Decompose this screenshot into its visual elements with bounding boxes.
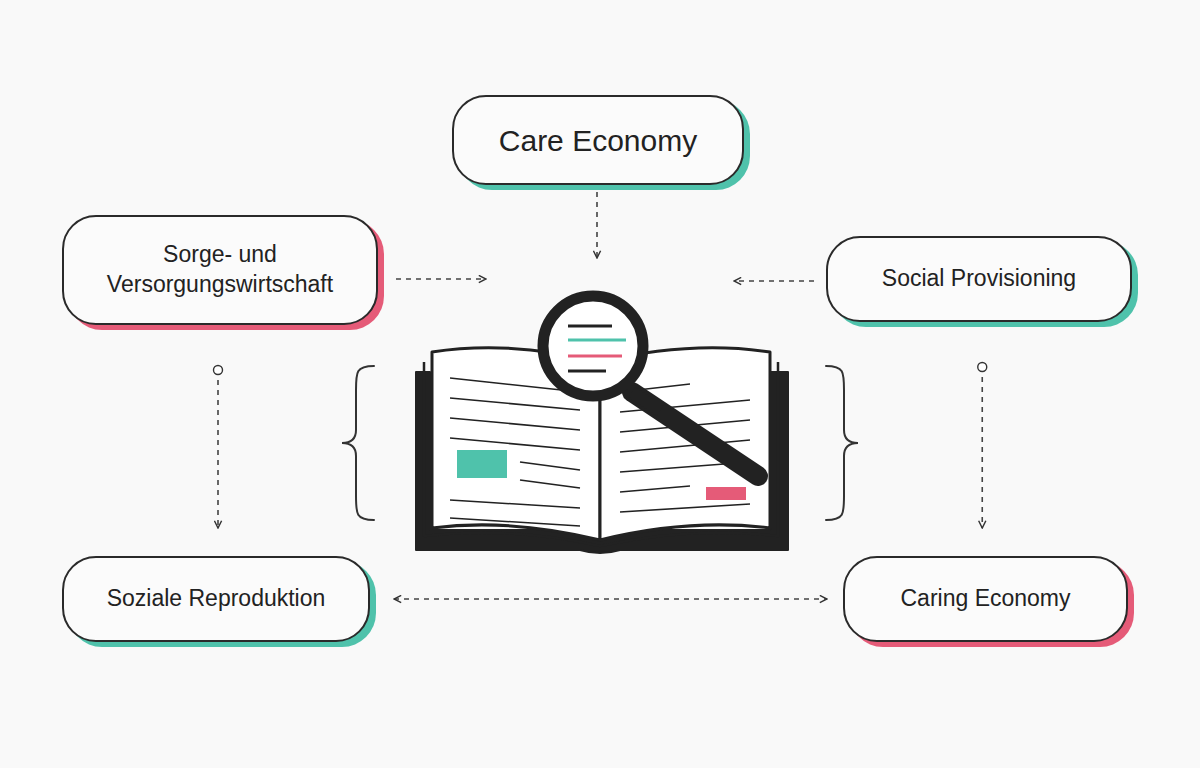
- pointer-arrows: [396, 192, 814, 281]
- concept-label: Care Economy: [499, 121, 697, 160]
- magnifier-icon: [543, 296, 758, 476]
- dashed-connector: [394, 598, 827, 600]
- concept-label: Caring Economy: [900, 584, 1070, 614]
- concept-label: Social Provisioning: [882, 264, 1076, 294]
- concept-box: Caring Economy: [843, 556, 1128, 642]
- concept-box: Social Provisioning: [826, 236, 1132, 322]
- concept-label: Soziale Reproduktion: [107, 584, 326, 614]
- concept-label: Sorge- und Versorgungswirtschaft: [83, 240, 358, 300]
- dashed-connector: [981, 367, 983, 528]
- concept-box: Sorge- und Versorgungswirtschaft: [62, 215, 378, 325]
- dashed-connector: [217, 370, 219, 528]
- concept-box: Care Economy: [452, 95, 744, 185]
- concept-box: Soziale Reproduktion: [62, 556, 370, 642]
